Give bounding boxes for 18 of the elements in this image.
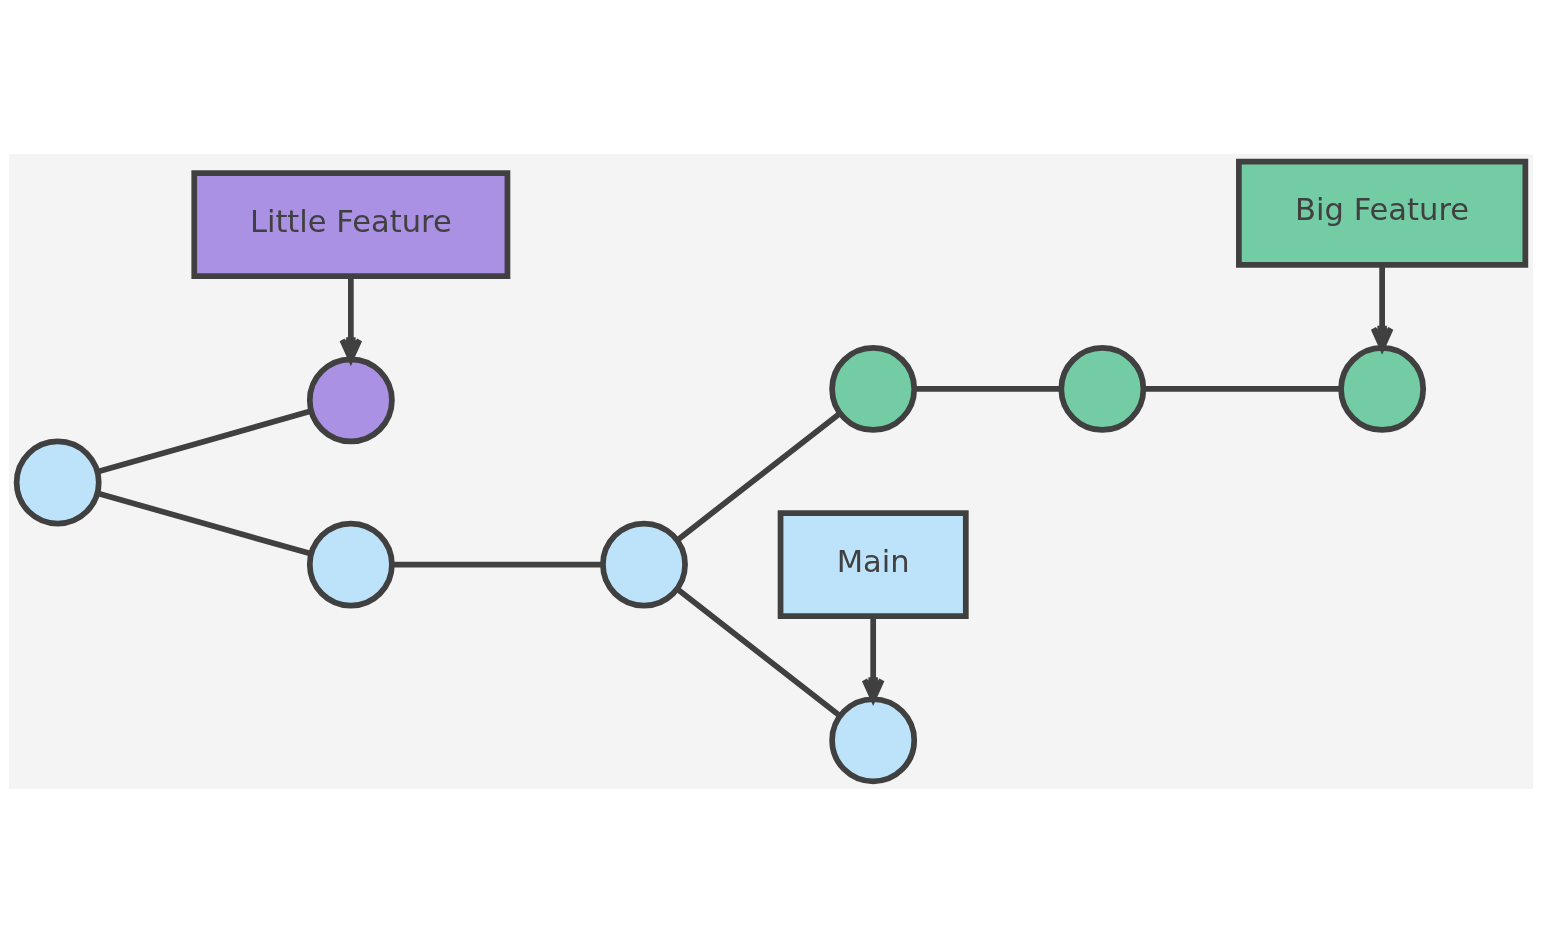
- node-circle: [600, 520, 688, 609]
- node-circle: [1058, 344, 1147, 433]
- connector: [1143, 385, 1341, 392]
- node-box: Main: [777, 509, 969, 619]
- node-box: Big Feature: [1236, 158, 1529, 268]
- node-circle: [829, 344, 918, 433]
- node-circle: [13, 438, 102, 526]
- node-circle: [306, 355, 395, 444]
- node-circle: [829, 695, 918, 784]
- node-circle: [306, 520, 395, 609]
- connector: [392, 561, 602, 567]
- node-box: Little Feature: [191, 169, 511, 279]
- connector: [96, 489, 312, 557]
- connector: [675, 410, 842, 542]
- connector: [96, 407, 312, 474]
- connector: [675, 586, 842, 718]
- connector: [914, 385, 1061, 392]
- node-circle: [1338, 344, 1427, 433]
